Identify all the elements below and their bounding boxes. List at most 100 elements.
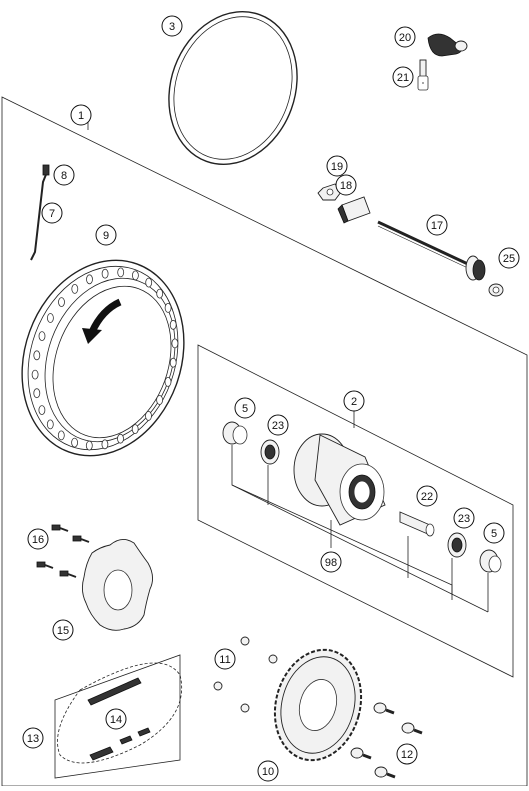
callout-label-c25: 25 [503,253,515,265]
callout-label-c19: 19 [331,161,343,173]
callout-label-c11: 11 [219,654,230,666]
spoke-hole [145,277,153,288]
callout-label-c5a: 5 [242,403,248,415]
callout-c22: 22 [416,485,438,507]
callout-c23a: 23 [267,414,289,436]
spoke-hole [169,319,177,330]
spoke-hole [164,302,172,313]
bolts-16 [36,524,90,578]
callout-c7: 7 [41,202,63,224]
spoke-hole [71,437,78,448]
callout-c12: 12 [396,743,418,765]
spoke-hole [131,424,139,435]
spoke-hole [31,369,39,380]
rim-tape-3 [168,10,298,166]
callout-c18: 18 [335,174,357,196]
callout-c15: 15 [52,619,74,641]
callout-c13: 13 [22,727,44,749]
spoke-hole [46,419,54,430]
bearing-23-left [260,439,280,465]
spoke-hole [33,388,41,399]
bearing-23-right [447,532,467,558]
spoke-hole [131,270,139,281]
spacer-22 [399,511,435,537]
callout-c5a: 5 [234,397,256,419]
callout-label-c20: 20 [399,32,411,44]
spoke-hole [47,313,54,323]
spoke-hole [85,440,93,451]
spoke-7 [30,164,50,261]
callout-c19: 19 [326,155,348,177]
spoke-hole [117,267,125,278]
callout-label-c17: 17 [431,220,443,232]
callout-label-c14: 14 [110,714,122,726]
rotation-arrow-icon [88,298,122,334]
callout-c16: 16 [27,528,49,550]
callout-c10: 10 [257,760,279,782]
callout-label-c18: 18 [340,180,352,192]
callout-label-c22: 22 [421,491,433,503]
rear-sprocket-10 [273,648,363,762]
spoke-hole [38,405,46,416]
spoke-hole [156,395,164,405]
spoke-hole [101,439,109,450]
callout-label-c7: 7 [49,208,55,220]
spoke-hole [58,297,65,308]
callout-c17: 17 [426,214,448,236]
spoke-hole [33,350,41,361]
nut-19 [317,183,342,201]
chain-frame-13 [54,654,181,779]
valve-cap-20 [427,33,468,57]
callout-c14: 14 [105,708,127,730]
callout-label-c12: 12 [401,749,413,761]
callout-label-c2: 2 [351,396,357,408]
spoke-hole [145,410,152,421]
callout-label-c10: 10 [262,766,274,778]
callout-c2: 2 [343,390,365,412]
callout-c98: 98 [320,551,342,573]
spoke-hole [101,268,109,279]
chain-13 [57,662,182,764]
nuts-11 [213,636,278,713]
spoke-hole [71,283,79,294]
chain-adjuster-18 [337,196,371,224]
callout-c1: 1 [70,104,92,126]
hub-frame-2 [197,344,514,678]
spoke-hole [117,433,124,444]
callout-label-c21: 21 [397,72,409,84]
callout-c3: 3 [161,15,183,37]
callout-label-c5b: 5 [491,528,497,540]
callout-label-c23a: 23 [272,420,284,432]
callout-label-c98: 98 [325,557,337,569]
chain-link-14 [119,727,151,745]
callout-label-c13: 13 [27,733,39,745]
spacer-5-left [222,421,248,445]
spoke-hole [156,288,164,299]
spoke-hole [171,338,179,349]
spoke-hole [38,331,46,342]
callout-c20: 20 [394,26,416,48]
callout-label-c9: 9 [103,230,109,242]
rim-9 [21,259,185,457]
cap-25 [488,283,504,297]
callout-c21: 21 [392,66,414,88]
callout-label-c16: 16 [32,534,44,546]
valve-21 [417,59,429,91]
spacer-5-right [479,549,502,573]
spoke-hole [57,430,65,441]
callout-c8: 8 [53,164,75,186]
callout-label-c23b: 23 [458,513,470,525]
hub-leader-lines [231,445,489,613]
arrow-head-icon [82,328,102,344]
callout-label-c8: 8 [61,170,67,182]
callout-c25: 25 [498,247,520,269]
callout-label-c15: 15 [57,625,69,637]
assembly-frame-1 [1,96,528,787]
callout-c9: 9 [95,224,117,246]
callout-c23b: 23 [453,507,475,529]
spoke-hole [164,376,172,387]
brake-disc-15 [81,539,153,631]
bolts-12 [350,702,423,779]
